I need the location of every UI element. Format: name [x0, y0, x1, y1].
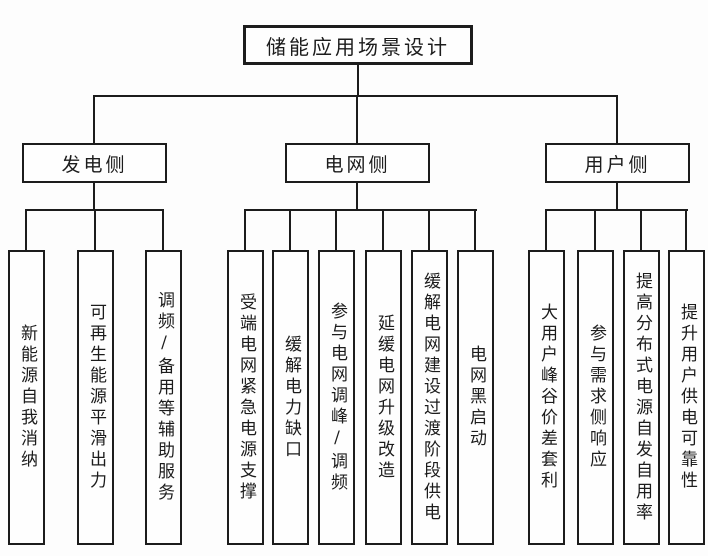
connector-user-leaf-drop	[640, 209, 642, 250]
connector-grid-leaf-drop	[244, 209, 246, 250]
connector-root-stem	[357, 65, 359, 96]
leaf-label: 延缓电网升级改造	[374, 313, 394, 482]
leaf-label: 缓解电力缺口	[281, 334, 301, 461]
leaf-node-peak-frequency-regulation: 参与电网调峰/调频	[318, 250, 355, 545]
connector-generation-leaf-drop	[162, 209, 164, 250]
leaf-label: 电网黑启动	[466, 345, 486, 450]
leaf-node-renewable-smoothing-output: 可再生能源平滑出力	[77, 250, 114, 545]
leaf-node-transition-period-power-supply: 缓解电网建设过渡阶段供电	[411, 250, 448, 545]
leaf-label: 调频/备用等辅助服务	[154, 291, 174, 504]
branch-node-generation-side: 发电侧	[22, 143, 167, 183]
connector-user-leaf-drop	[594, 209, 596, 250]
connector-grid-leaf-drop	[428, 209, 430, 250]
leaf-label: 参与需求侧响应	[586, 324, 606, 471]
leaf-node-defer-grid-upgrade: 延缓电网升级改造	[365, 250, 402, 545]
branch-node-grid-side: 电网侧	[285, 143, 430, 183]
leaf-label: 提高分布式电源自发自用率	[632, 271, 652, 524]
connector-user-stem	[616, 183, 618, 209]
connector-grid-leaf-drop	[335, 209, 337, 250]
connector-generation-leaf-drop	[25, 209, 27, 250]
connector-drop-user	[616, 95, 618, 143]
root-node: 储能应用场景设计	[243, 25, 473, 65]
leaf-label: 受端电网紧急电源支撑	[236, 292, 256, 503]
leaf-node-frequency-reserve-ancillary: 调频/备用等辅助服务	[145, 250, 182, 545]
leaf-label: 大用户峰谷价差套利	[537, 303, 557, 492]
connector-grid-leaf-drop	[289, 209, 291, 250]
connector-grid-stem	[356, 183, 358, 209]
leaf-label: 缓解电网建设过渡阶段供电	[420, 271, 440, 524]
leaf-label: 新能源自我消纳	[17, 324, 37, 471]
connector-grid-leaf-drop	[474, 209, 476, 250]
leaf-node-new-energy-self-consumption: 新能源自我消纳	[8, 250, 45, 545]
leaf-node-receiving-grid-emergency-support: 受端电网紧急电源支撑	[227, 250, 264, 545]
leaf-node-relieve-power-shortage: 缓解电力缺口	[272, 250, 309, 545]
leaf-label: 参与电网调峰/调频	[327, 301, 347, 494]
connector-user-leaf-drop	[545, 209, 547, 250]
connector-level1-bar	[93, 95, 618, 97]
connector-drop-generation	[93, 95, 95, 143]
leaf-node-grid-black-start: 电网黑启动	[457, 250, 494, 545]
leaf-node-user-supply-reliability: 提升用户供电可靠性	[668, 250, 705, 545]
connector-generation-stem	[93, 183, 95, 209]
leaf-label: 可再生能源平滑出力	[86, 303, 106, 492]
connector-drop-grid	[356, 95, 358, 143]
leaf-label: 提升用户供电可靠性	[677, 303, 697, 492]
leaf-node-demand-side-response: 参与需求侧响应	[577, 250, 614, 545]
connector-user-leaf-drop	[685, 209, 687, 250]
connector-grid-leaf-drop	[382, 209, 384, 250]
leaf-node-peak-valley-arbitrage: 大用户峰谷价差套利	[528, 250, 565, 545]
leaf-node-distributed-self-consumption-rate: 提高分布式电源自发自用率	[623, 250, 660, 545]
connector-generation-leaf-drop	[94, 209, 96, 250]
connector-user-bar	[545, 209, 688, 211]
branch-node-user-side: 用户侧	[545, 143, 690, 183]
connector-grid-bar	[244, 209, 477, 211]
